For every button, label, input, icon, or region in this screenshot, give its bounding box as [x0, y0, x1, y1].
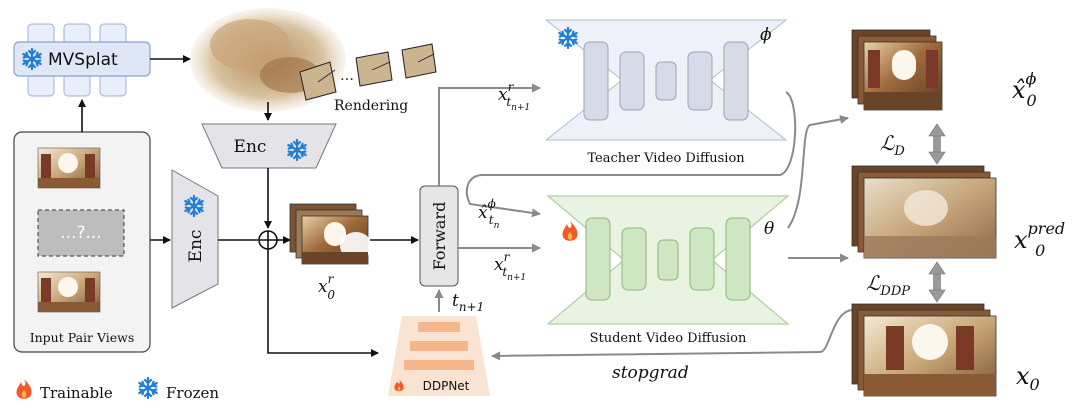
- enc-top-label: Enc: [234, 137, 267, 157]
- frozen-icon: [138, 376, 158, 400]
- rendering-label: Rendering: [334, 98, 408, 114]
- missing-view-label: ...?...: [60, 223, 101, 243]
- forward-block: Forward: [419, 185, 459, 287]
- mvsplat-label: MVSplat: [48, 50, 118, 70]
- loss-d-double-arrow: [928, 123, 946, 165]
- output-gt-frames: [851, 303, 997, 397]
- loss-ddp-double-arrow: [928, 261, 946, 303]
- loss-d-label: ℒD: [880, 131, 905, 159]
- output-pred-frames: [851, 165, 997, 259]
- enc-left-label: Enc: [186, 230, 206, 263]
- student-param: θ: [764, 219, 774, 239]
- student-video-diffusion: θ Student Video Diffusion: [546, 195, 790, 346]
- missing-view: [37, 209, 125, 257]
- t-n1-label: tn+1: [452, 291, 484, 314]
- student-label: Student Video Diffusion: [590, 331, 747, 346]
- legend-frozen: Frozen: [166, 384, 219, 402]
- forward-label: Forward: [430, 202, 449, 271]
- output-phi-frames: [851, 29, 943, 111]
- flame-icon: [562, 221, 578, 241]
- legend-trainable: Trainable: [40, 384, 113, 402]
- mvsplat-block: MVSplat: [13, 23, 151, 97]
- teacher-param: ϕ: [760, 25, 772, 45]
- svg-text:…: …: [340, 68, 354, 84]
- teacher-video-diffusion: ϕ Teacher Video Diffusion: [544, 19, 788, 166]
- enc-top: Enc: [201, 123, 337, 169]
- ddpnet-block: DDPNet: [388, 316, 490, 396]
- flame-icon: [16, 379, 32, 399]
- ddpnet-label: DDPNet: [423, 379, 470, 393]
- output-gt-label: x0: [1016, 362, 1040, 394]
- input-pair-views: ...?... Input Pair Views: [13, 131, 151, 353]
- enc-left: Enc: [171, 169, 219, 309]
- rendering-point-cloud: … Rendering: [190, 8, 437, 114]
- loss-ddp-label: ℒDDP: [866, 271, 910, 299]
- teacher-label: Teacher Video Diffusion: [587, 151, 745, 166]
- add-node: [258, 230, 278, 250]
- input-pair-views-label: Input Pair Views: [30, 330, 135, 345]
- legend: Trainable Frozen: [16, 376, 219, 402]
- stopgrad-label: stopgrad: [612, 363, 689, 383]
